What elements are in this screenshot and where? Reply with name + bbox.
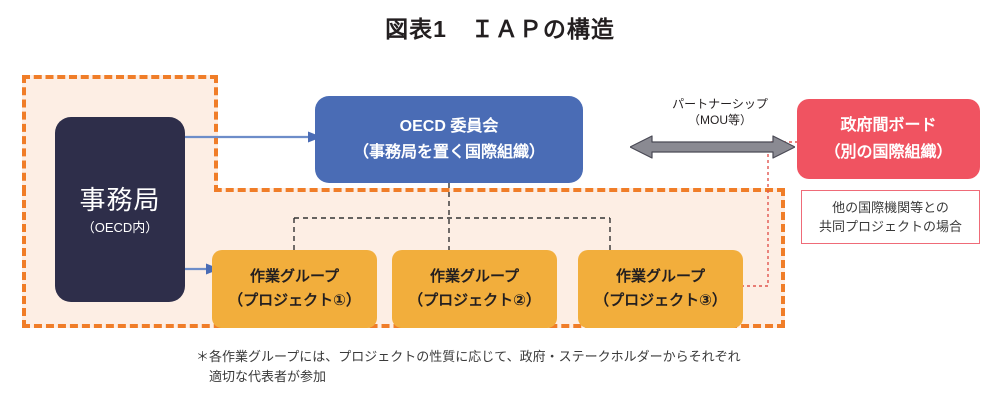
partnership-double-arrow [630, 135, 795, 159]
node-working-group-2-subtitle: （プロジェクト②） [408, 292, 541, 309]
secretariat-to-committee-arrow [182, 131, 322, 143]
node-oecd-committee[interactable]: OECD 委員会 （事務局を置く国際組織） [315, 96, 583, 183]
note-joint-project-line1: 他の国際機関等との [832, 199, 949, 215]
node-secretariat-subtitle: （OECD内） [81, 220, 159, 236]
node-working-group-3-subtitle: （プロジェクト③） [594, 292, 727, 309]
node-working-group-2-title: 作業グループ [429, 268, 520, 286]
node-working-group-3-title: 作業グループ [615, 268, 706, 286]
hierarchy-tree-connector [293, 183, 611, 250]
node-oecd-committee-title: OECD 委員会 [399, 117, 499, 135]
node-working-group-1[interactable]: 作業グループ （プロジェクト①） [212, 250, 377, 328]
partnership-label-line2: （MOU等） [688, 113, 752, 128]
note-joint-project: 他の国際機関等との 共同プロジェクトの場合 [801, 190, 980, 244]
footnote-line2: 適切な代表者が参加 [209, 368, 327, 384]
node-board-subtitle: （別の国際組織） [824, 143, 953, 161]
note-joint-project-line2: 共同プロジェクトの場合 [818, 219, 962, 234]
node-secretariat[interactable]: 事務局 （OECD内） [55, 117, 185, 302]
node-board-title: 政府間ボード [840, 117, 937, 135]
partnership-label-line1: パートナーシップ [672, 97, 768, 111]
node-working-group-3[interactable]: 作業グループ （プロジェクト③） [578, 250, 743, 328]
node-secretariat-title: 事務局 [79, 184, 161, 215]
node-oecd-committee-subtitle: （事務局を置く国際組織） [352, 144, 545, 161]
footnote: ＊各作業グループには、プロジェクトの性質に応じて、政府・ステークホルダーからそれ… [196, 347, 846, 386]
partnership-label: パートナーシップ （MOU等） [645, 96, 795, 128]
page-title: 図表1 ＩＡＰの構造 [385, 16, 615, 42]
footnote-line1: ＊各作業グループには、プロジェクトの性質に応じて、政府・ステークホルダーからそれ… [196, 349, 741, 364]
node-working-group-1-title: 作業グループ [249, 268, 340, 286]
node-working-group-2[interactable]: 作業グループ （プロジェクト②） [392, 250, 557, 328]
node-working-group-1-subtitle: （プロジェクト①） [228, 292, 361, 309]
node-intergovernmental-board[interactable]: 政府間ボード （別の国際組織） [797, 99, 980, 179]
